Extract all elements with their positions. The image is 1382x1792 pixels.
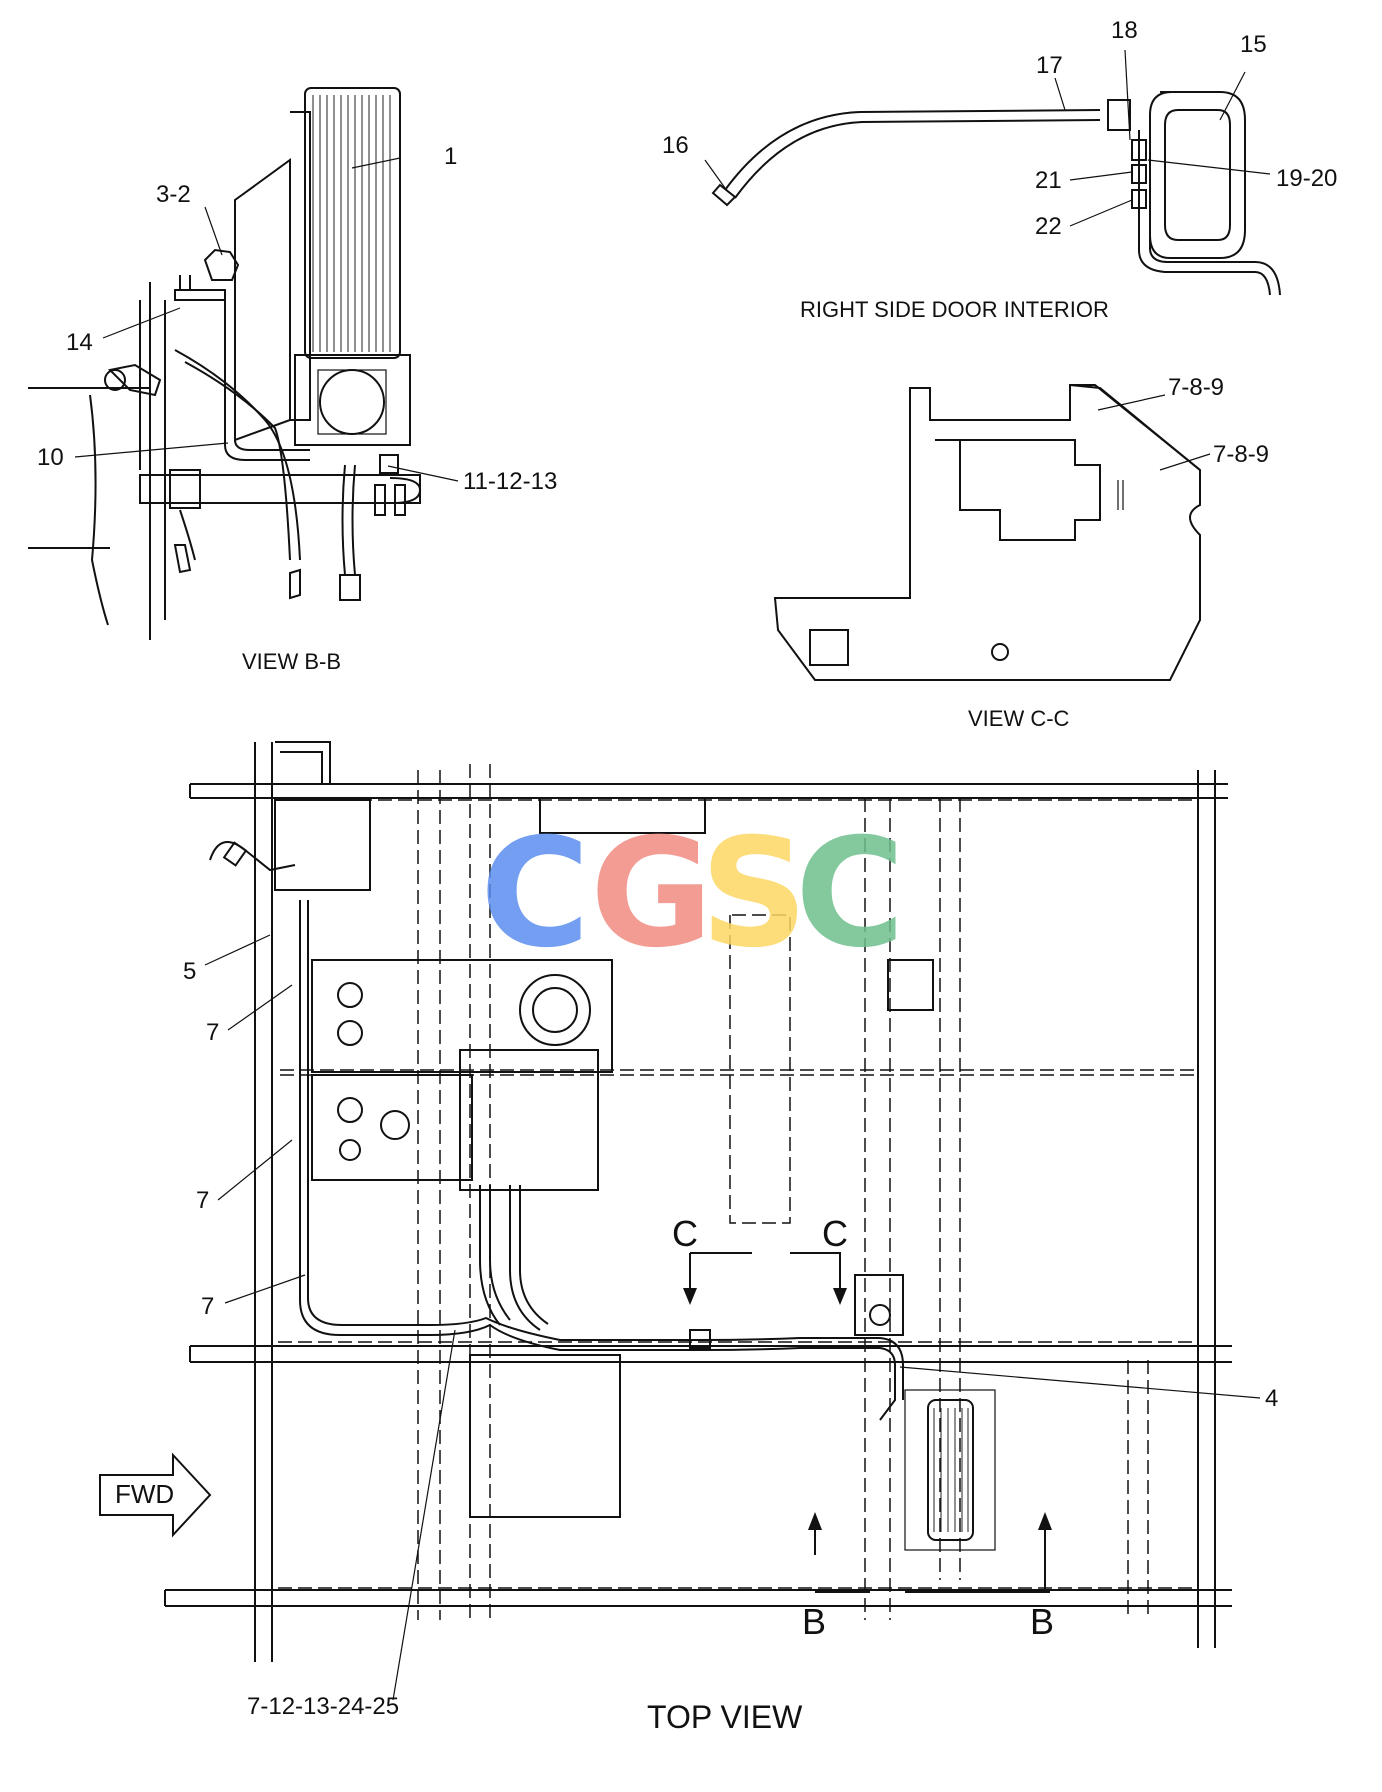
right-door-caption: RIGHT SIDE DOOR INTERIOR [800, 297, 1109, 322]
section-marker-c-left: C [672, 1213, 698, 1254]
callout-14: 14 [66, 329, 93, 356]
callout-16: 16 [662, 132, 689, 159]
callout-19-20: 19-20 [1276, 165, 1337, 192]
callout-10: 10 [37, 444, 64, 471]
top-view-drawing [99, 741, 1261, 1701]
watermark-letter-1: C [480, 807, 590, 981]
callout-5: 5 [183, 958, 196, 985]
radiator-fins [312, 95, 391, 352]
callout-7-8-9-upper: 7-8-9 [1168, 374, 1224, 401]
callout-3-2: 3-2 [156, 181, 191, 208]
callout-11-12-13: 11-12-13 [463, 468, 557, 495]
callout-7-middle: 7 [196, 1187, 209, 1214]
section-marker-b-left: B [802, 1601, 826, 1642]
callout-18: 18 [1111, 17, 1138, 44]
view-bb-drawing [28, 87, 459, 640]
fwd-label: FWD [115, 1479, 174, 1509]
callout-15: 15 [1240, 31, 1267, 58]
callout-7-upper: 7 [206, 1019, 219, 1046]
callout-21: 21 [1035, 167, 1062, 194]
top-view-caption: TOP VIEW [647, 1699, 803, 1735]
callout-4: 4 [1265, 1385, 1278, 1412]
view-bb-caption: VIEW B-B [242, 649, 341, 674]
callout-17: 17 [1036, 52, 1063, 79]
right-door-drawing [704, 49, 1281, 296]
watermark-letter-4: C [795, 807, 905, 981]
cgsc-watermark: C G S C [480, 807, 905, 981]
callout-7-lower: 7 [201, 1293, 214, 1320]
section-marker-b-right: B [1030, 1601, 1054, 1642]
watermark-letter-2: G [590, 807, 713, 981]
cooler-fins [933, 1408, 969, 1532]
section-marker-c-right: C [822, 1213, 848, 1254]
callout-1: 1 [444, 143, 457, 170]
view-cc-drawing [773, 384, 1211, 681]
callout-7-8-9-lower: 7-8-9 [1213, 441, 1269, 468]
callout-7-12-13-24-25: 7-12-13-24-25 [247, 1693, 399, 1720]
view-cc-caption: VIEW C-C [968, 706, 1070, 731]
callout-22: 22 [1035, 213, 1062, 240]
watermark-letter-3: S [700, 807, 808, 981]
